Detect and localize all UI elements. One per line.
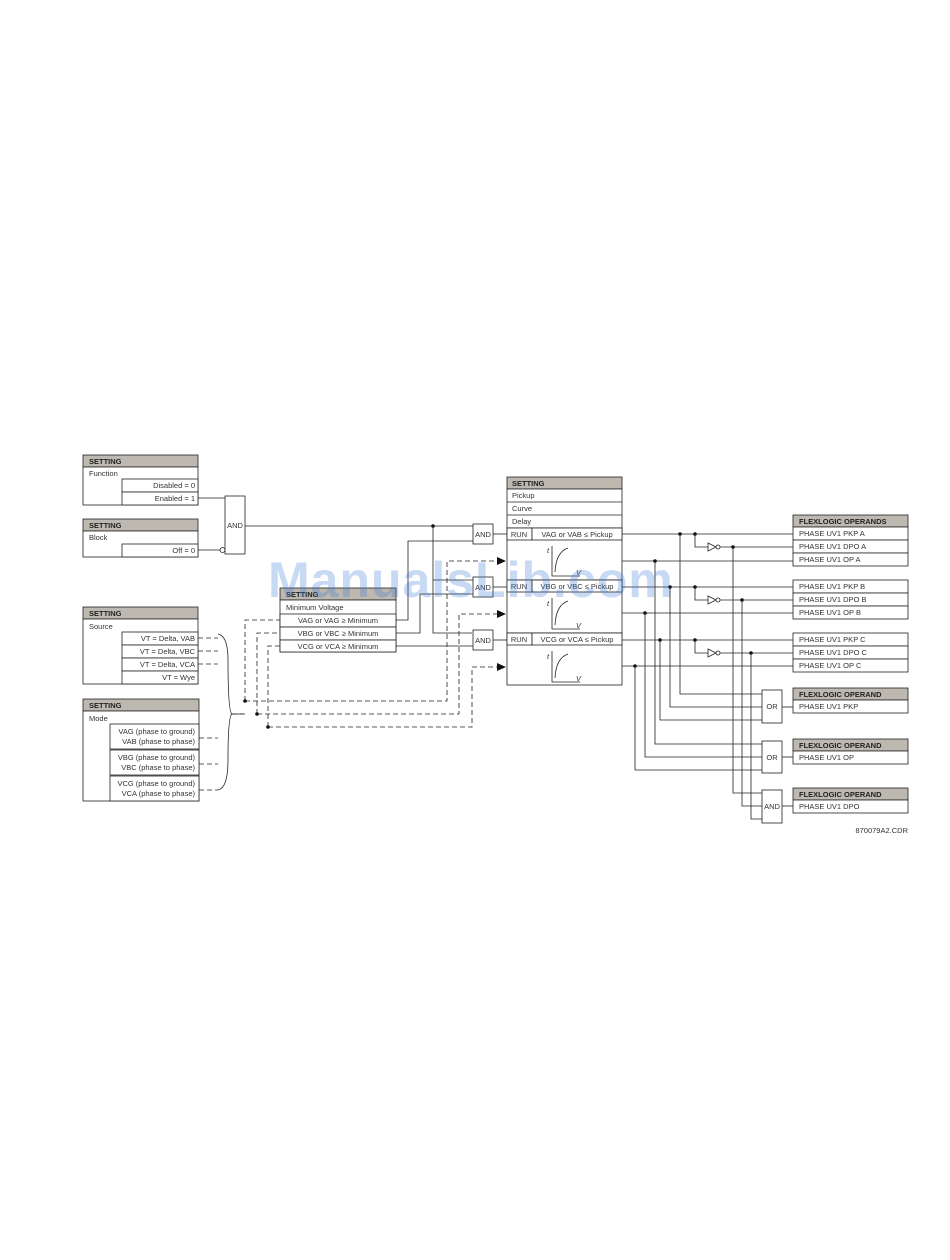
svg-text:AND: AND [475,636,491,645]
block-setting-block: SETTING Block Off = 0 [82,518,199,558]
or-gate-op: OR [761,740,783,774]
svg-text:t: t [547,652,550,661]
svg-text:VCG or VCA ≤ Pickup: VCG or VCA ≤ Pickup [541,635,614,644]
figure-id: 870079A2.CDR [855,826,908,835]
operands-header: FLEXLOGIC OPERANDS [799,517,887,526]
svg-text:OR: OR [766,702,778,711]
svg-text:VT = Wye: VT = Wye [162,673,195,682]
and-gate-c: AND [472,629,494,651]
flexlogic-operand-dpo: FLEXLOGIC OPERAND PHASE UV1 DPO [792,787,909,814]
flexlogic-operand-op: FLEXLOGIC OPERAND PHASE UV1 OP [792,738,909,765]
inverter-bubble [219,547,226,553]
svg-text:PHASE UV1 OP B: PHASE UV1 OP B [799,608,861,617]
and-gate-enable: AND [224,495,246,555]
and-gate-dpo: AND [761,789,783,824]
svg-text:Delay: Delay [512,517,531,526]
svg-text:PHASE UV1 PKP C: PHASE UV1 PKP C [799,635,866,644]
svg-text:AND: AND [764,802,780,811]
and-gate-a: AND [472,523,494,545]
svg-text:VT = Delta, VCA: VT = Delta, VCA [140,660,195,669]
block-label: Block [89,533,108,542]
svg-text:FLEXLOGIC OPERAND: FLEXLOGIC OPERAND [799,741,882,750]
function-setting-block: SETTING Function Disabled = 0 Enabled = … [82,454,199,506]
svg-text:PHASE UV1 DPO B: PHASE UV1 DPO B [799,595,867,604]
flexlogic-operands-phase: FLEXLOGIC OPERANDS PHASE UV1 PKP A PHASE… [792,514,909,673]
svg-text:t: t [547,599,550,608]
svg-text:FLEXLOGIC OPERAND: FLEXLOGIC OPERAND [799,790,882,799]
svg-text:Minimum Voltage: Minimum Voltage [286,603,344,612]
flexlogic-operand-pkp: FLEXLOGIC OPERAND PHASE UV1 PKP [792,687,909,714]
pickup-setting-block: SETTING Pickup Curve Delay [506,476,623,529]
svg-text:V: V [576,621,582,630]
mode-label: Mode [89,714,108,723]
setting-header: SETTING [89,701,122,710]
svg-text:PHASE UV1 DPO C: PHASE UV1 DPO C [799,648,868,657]
watermark: ManualsLib.com [268,552,674,608]
svg-text:RUN: RUN [511,635,527,644]
mode-setting-block: SETTING Mode VAG (phase to ground) VAB (… [82,698,200,802]
setting-header: SETTING [89,457,122,466]
svg-text:VAB (phase to phase): VAB (phase to phase) [122,737,195,746]
svg-text:V: V [576,674,582,683]
source-setting-block: SETTING Source VT = Delta, VAB VT = Delt… [82,606,199,685]
block-off: Off = 0 [172,546,195,555]
svg-text:OR: OR [766,753,778,762]
svg-text:t: t [547,546,550,555]
svg-text:Pickup: Pickup [512,491,535,500]
svg-text:AND: AND [227,521,243,530]
svg-text:PHASE UV1 PKP: PHASE UV1 PKP [799,702,858,711]
svg-text:VAG (phase to ground): VAG (phase to ground) [118,727,195,736]
svg-text:VBC (phase to phase): VBC (phase to phase) [121,763,195,772]
function-label: Function [89,469,118,478]
svg-text:VBG or VBC ≥ Minimum: VBG or VBC ≥ Minimum [298,629,379,638]
svg-text:PHASE UV1 OP C: PHASE UV1 OP C [799,661,862,670]
svg-text:PHASE UV1 PKP A: PHASE UV1 PKP A [799,529,865,538]
phase-a-element: RUN VAG or VAB ≤ Pickup t V [506,527,623,581]
svg-text:VT = Delta, VBC: VT = Delta, VBC [140,647,196,656]
svg-text:VT = Delta, VAB: VT = Delta, VAB [141,634,195,643]
phase-b-element: RUN VBG or VBC ≤ Pickup t V [506,579,623,634]
svg-text:V: V [576,568,582,577]
svg-text:PHASE UV1 PKP B: PHASE UV1 PKP B [799,582,865,591]
svg-text:VAG or VAB ≤ Pickup: VAG or VAB ≤ Pickup [541,530,612,539]
svg-text:RUN: RUN [511,582,527,591]
svg-text:VBG (phase to ground): VBG (phase to ground) [118,753,196,762]
svg-text:VCA (phase to phase): VCA (phase to phase) [122,789,196,798]
function-enabled: Enabled = 1 [155,494,195,503]
svg-text:VAG or VAG ≥ Minimum: VAG or VAG ≥ Minimum [298,616,378,625]
phase-c-element: RUN VCG or VCA ≤ Pickup t V [506,632,623,686]
svg-text:PHASE UV1 DPO A: PHASE UV1 DPO A [799,542,866,551]
svg-text:PHASE UV1 OP A: PHASE UV1 OP A [799,555,861,564]
setting-header: SETTING [89,609,122,618]
svg-text:RUN: RUN [511,530,527,539]
svg-text:VCG (phase to ground): VCG (phase to ground) [117,779,195,788]
svg-text:AND: AND [475,583,491,592]
setting-header: SETTING [89,521,122,530]
function-disabled: Disabled = 0 [153,481,195,490]
svg-text:FLEXLOGIC OPERAND: FLEXLOGIC OPERAND [799,690,882,699]
svg-text:AND: AND [475,530,491,539]
svg-text:VCG or VCA ≥ Minimum: VCG or VCA ≥ Minimum [298,642,379,651]
or-gate-pkp: OR [761,689,783,724]
svg-text:Curve: Curve [512,504,532,513]
setting-header: SETTING [286,590,319,599]
svg-text:PHASE UV1 DPO: PHASE UV1 DPO [799,802,860,811]
min-voltage-setting-block: SETTING Minimum Voltage VAG or VAG ≥ Min… [279,587,397,653]
setting-header: SETTING [512,479,545,488]
source-label: Source [89,622,113,631]
svg-text:VBG or VBC ≤ Pickup: VBG or VBC ≤ Pickup [541,582,614,591]
svg-text:PHASE UV1 OP: PHASE UV1 OP [799,753,854,762]
